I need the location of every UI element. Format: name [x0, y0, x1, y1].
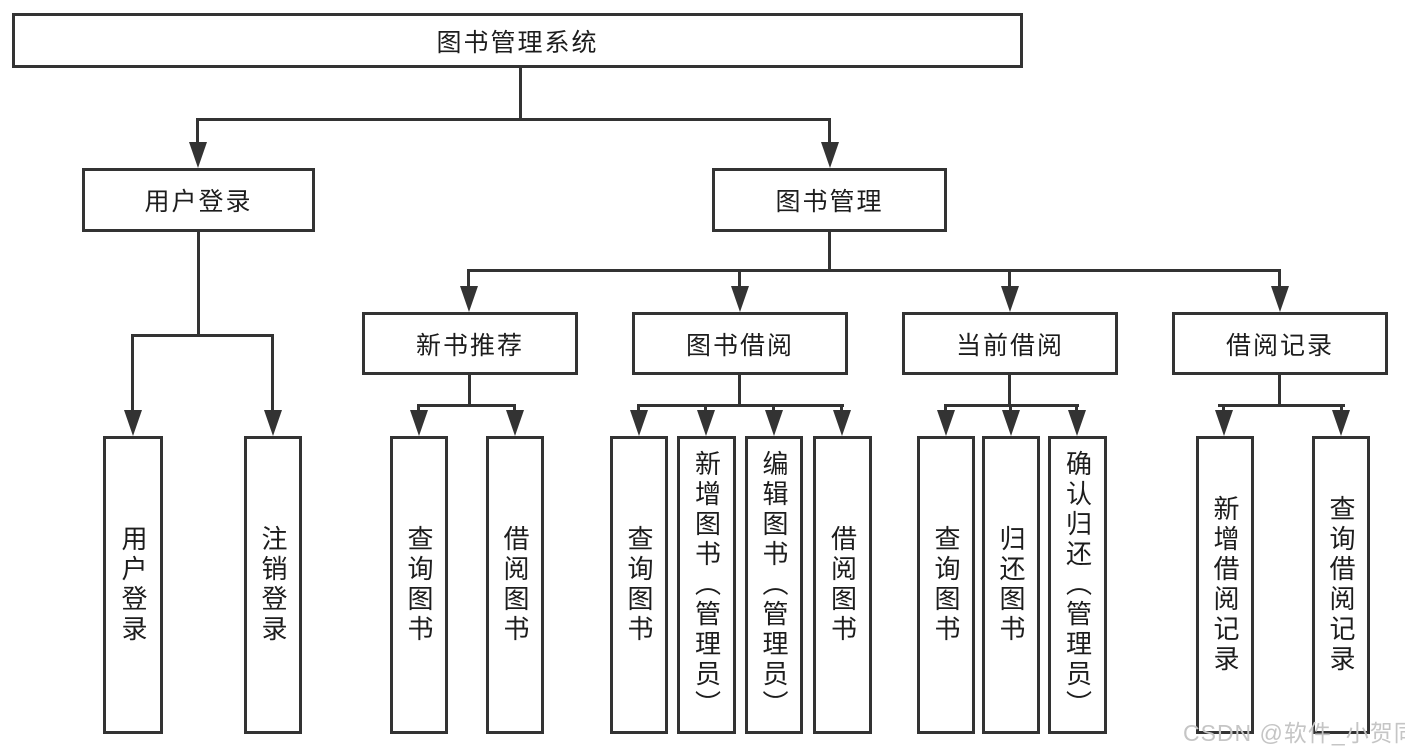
connector-root-stem [519, 66, 522, 120]
connector-newrec-stem [468, 373, 471, 406]
node-root-label: 图书管理系统 [436, 28, 599, 57]
arrowhead-leaf [833, 410, 851, 436]
connector-borrow-stem [738, 373, 741, 406]
leaf-borrow-query-books: 查询图书 [610, 436, 668, 734]
node-user-login-label: 用户登录 [144, 188, 253, 216]
arrowhead-leaf [1002, 410, 1020, 436]
leaf-label: 查询图书 [624, 525, 654, 645]
arrowhead-leaf [697, 410, 715, 436]
leaf-label: 注销登录 [258, 525, 288, 645]
arrowhead-level3 [731, 286, 749, 312]
leaf-label: 查询图书 [931, 525, 961, 645]
connector-borrow-bar [638, 404, 844, 407]
leaf-label: 借阅图书 [500, 525, 530, 645]
node-book-mgmt: 图书管理 [712, 168, 947, 232]
connector-drop-leaf [271, 334, 274, 414]
arrowhead-leaf [1068, 410, 1086, 436]
node-borrow-records: 借阅记录 [1172, 312, 1388, 375]
arrowhead-leaf [630, 410, 648, 436]
leaf-records-query-record: 查询借阅记录 [1312, 436, 1370, 734]
node-new-book-rec-label: 新书推荐 [415, 331, 524, 360]
leaf-label: 编辑图书（管理员） [759, 450, 789, 720]
csdn-watermark: CSDN @软件_小贺同学 [1183, 720, 1405, 746]
leaf-newrec-borrow-books: 借阅图书 [486, 436, 544, 734]
connector-drop-level3 [738, 269, 741, 291]
connector-records-stem [1278, 373, 1281, 406]
leaf-label: 确认归还（管理员） [1062, 450, 1093, 720]
leaf-label: 查询图书 [404, 525, 434, 645]
leaf-logout: 注销登录 [244, 436, 302, 734]
node-book-mgmt-label: 图书管理 [775, 188, 884, 216]
connector-user-login-bar [132, 334, 274, 337]
leaf-borrow-add-books-admin: 新增图书（管理员） [677, 436, 736, 734]
arrowhead-user-login [189, 142, 207, 168]
leaf-label: 借阅图书 [827, 525, 858, 645]
leaf-newrec-query-books: 查询图书 [390, 436, 448, 734]
leaf-current-confirm-return-admin: 确认归还（管理员） [1048, 436, 1107, 734]
node-new-book-rec: 新书推荐 [362, 312, 578, 375]
node-current-borrow-label: 当前借阅 [955, 331, 1064, 360]
node-user-login: 用户登录 [82, 168, 315, 232]
arrowhead-leaf [124, 410, 142, 436]
leaf-borrow-edit-books-admin: 编辑图书（管理员） [745, 436, 803, 734]
leaf-label: 新增图书（管理员） [691, 450, 722, 720]
leaf-label: 归还图书 [996, 525, 1026, 645]
arrowhead-book-mgmt [821, 142, 839, 168]
arrowhead-level3 [1001, 286, 1019, 312]
connector-book-mgmt-stem [828, 230, 831, 272]
leaf-borrow-borrow-books: 借阅图书 [813, 436, 872, 734]
connector-current-stem [1008, 373, 1011, 406]
arrowhead-leaf [264, 410, 282, 436]
node-book-borrow: 图书借阅 [632, 312, 848, 375]
node-current-borrow: 当前借阅 [902, 312, 1118, 375]
leaf-current-query-books: 查询图书 [917, 436, 975, 734]
leaf-user-login: 用户登录 [103, 436, 163, 734]
connector-newrec-bar [418, 404, 516, 407]
node-root: 图书管理系统 [12, 13, 1023, 68]
leaf-records-add-record: 新增借阅记录 [1196, 436, 1254, 734]
leaf-label: 用户登录 [118, 525, 148, 645]
leaf-current-return-books: 归还图书 [982, 436, 1040, 734]
arrowhead-leaf [506, 410, 524, 436]
connector-drop-level3 [1008, 269, 1011, 291]
leaf-label: 新增借阅记录 [1210, 495, 1240, 675]
arrowhead-level3 [460, 286, 478, 312]
arrowhead-leaf [765, 410, 783, 436]
leaf-label: 查询借阅记录 [1326, 495, 1356, 675]
node-book-borrow-label: 图书借阅 [685, 331, 794, 360]
connector-drop-leaf [131, 334, 134, 414]
arrowhead-leaf [410, 410, 428, 436]
connector-level3-bar [468, 269, 1281, 272]
node-borrow-records-label: 借阅记录 [1225, 331, 1334, 360]
connector-level2-bar [197, 118, 831, 121]
arrowhead-leaf [1332, 410, 1350, 436]
connector-user-login-stem [197, 230, 200, 336]
arrowhead-leaf [937, 410, 955, 436]
arrowhead-level3 [1271, 286, 1289, 312]
connector-drop-level3 [1278, 269, 1281, 291]
connector-drop-book-mgmt [828, 118, 831, 146]
connector-drop-level3 [467, 269, 470, 291]
connector-records-bar [1218, 404, 1345, 407]
connector-drop-user-login [196, 118, 199, 146]
arrowhead-leaf [1215, 410, 1233, 436]
